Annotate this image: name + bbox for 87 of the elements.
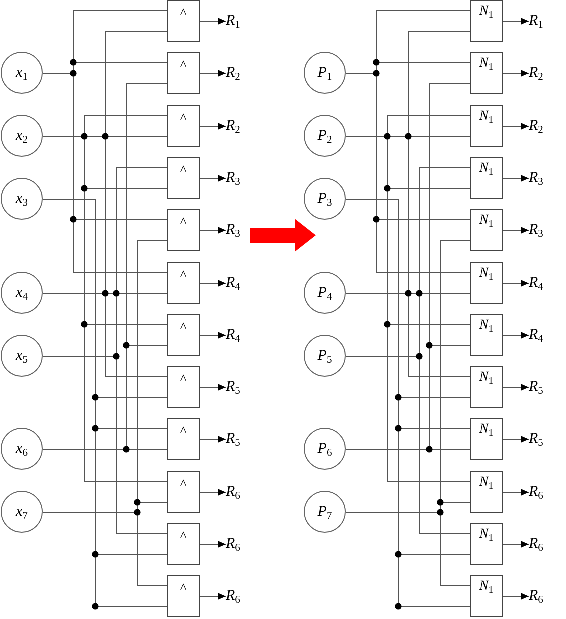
output-label: R$_{4}$ (529, 274, 544, 292)
input-circle: x$_{1}$ (1, 52, 43, 94)
gate-box: N$_{1}$ (470, 418, 503, 460)
arrow (200, 123, 226, 130)
output-label: R$_{2}$ (529, 117, 544, 135)
arrow (200, 541, 226, 548)
block-arrow (250, 219, 316, 252)
arrow (502, 541, 530, 548)
output-label: R$_{6}$ (529, 483, 544, 501)
gate-box: ^ (167, 52, 200, 94)
input-circle: x$_{3}$ (1, 178, 43, 220)
gate-box: N$_{1}$ (470, 105, 503, 147)
input-circle: P$_{3}$ (304, 178, 346, 220)
arrow (200, 384, 226, 391)
output-label: R$_{2}$ (226, 117, 240, 135)
output-label: R$_{3}$ (529, 169, 544, 187)
arrow (200, 436, 226, 443)
arrow (502, 593, 530, 600)
input-circle: x$_{7}$ (1, 491, 43, 533)
input-circle: P$_{1}$ (304, 52, 346, 94)
arrow (200, 332, 226, 339)
input-circle: P$_{4}$ (304, 272, 346, 314)
arrow (502, 384, 530, 391)
output-label: R$_{1}$ (226, 12, 240, 30)
input-circle: P$_{6}$ (304, 428, 346, 470)
gate-box: ^ (167, 105, 200, 147)
gate-box: ^ (167, 366, 200, 408)
arrow (200, 593, 226, 600)
arrow (502, 175, 530, 182)
output-label: R$_{1}$ (529, 12, 544, 30)
input-circle: x$_{6}$ (1, 428, 43, 470)
gate-box: ^ (167, 209, 200, 251)
arrow (502, 280, 530, 287)
gate-box: N$_{1}$ (470, 157, 503, 199)
output-label: R$_{5}$ (529, 430, 544, 448)
gate-box: ^ (167, 262, 200, 304)
input-circle: P$_{7}$ (304, 491, 346, 533)
gate-box: ^ (167, 418, 200, 460)
gate-box: N$_{1}$ (470, 366, 503, 408)
gate-box: N$_{1}$ (470, 471, 503, 513)
arrow (502, 227, 530, 234)
arrow (502, 18, 530, 25)
gate-box: ^ (167, 523, 200, 565)
gate-box: N$_{1}$ (470, 52, 503, 94)
output-label: R$_{6}$ (529, 535, 544, 553)
output-label: R$_{4}$ (529, 326, 544, 344)
gate-box: ^ (167, 575, 200, 617)
input-circle: x$_{5}$ (1, 335, 43, 377)
arrow (502, 123, 530, 130)
output-label: R$_{5}$ (226, 378, 240, 396)
output-label: R$_{2}$ (529, 64, 544, 82)
output-label: R$_{3}$ (226, 221, 240, 239)
input-circle: x$_{4}$ (1, 272, 43, 314)
gate-box: ^ (167, 157, 200, 199)
gate-box: N$_{1}$ (470, 0, 503, 42)
arrow (200, 227, 226, 234)
gate-box: N$_{1}$ (470, 262, 503, 304)
output-label: R$_{3}$ (529, 221, 544, 239)
output-label: R$_{6}$ (226, 483, 240, 501)
arrow (200, 280, 226, 287)
output-label: R$_{5}$ (226, 430, 240, 448)
gate-box: N$_{1}$ (470, 314, 503, 356)
arrow (200, 175, 226, 182)
gate-box: N$_{1}$ (470, 209, 503, 251)
output-label: R$_{2}$ (226, 64, 240, 82)
output-label: R$_{4}$ (226, 274, 240, 292)
arrow (200, 70, 226, 77)
gate-box: ^ (167, 314, 200, 356)
output-label: R$_{3}$ (226, 169, 240, 187)
gate-box: ^ (167, 471, 200, 513)
input-circle: P$_{2}$ (304, 115, 346, 157)
arrow (200, 489, 226, 496)
gate-box: N$_{1}$ (470, 575, 503, 617)
gate-box: N$_{1}$ (470, 523, 503, 565)
input-circle: x$_{2}$ (1, 115, 43, 157)
arrow (502, 489, 530, 496)
input-circle: P$_{5}$ (304, 335, 346, 377)
arrow (502, 70, 530, 77)
output-label: R$_{4}$ (226, 326, 240, 344)
output-label: R$_{6}$ (226, 535, 240, 553)
output-label: R$_{6}$ (226, 587, 240, 605)
output-label: R$_{6}$ (529, 587, 544, 605)
arrow (502, 436, 530, 443)
gate-box: ^ (167, 0, 200, 42)
arrow (200, 18, 226, 25)
output-label: R$_{5}$ (529, 378, 544, 396)
arrow (502, 332, 530, 339)
